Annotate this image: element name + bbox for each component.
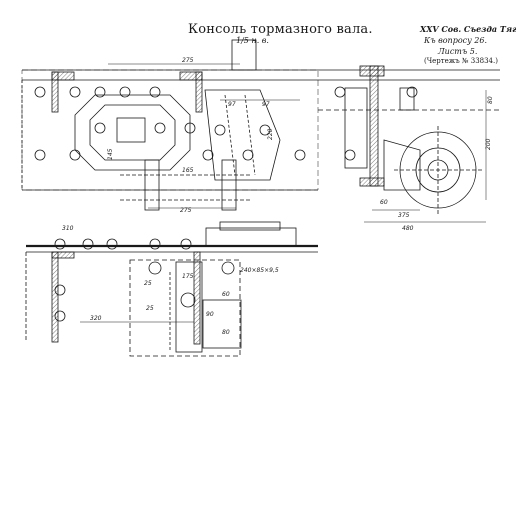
- header-sheet: Листъ 5.: [438, 47, 478, 56]
- dim-97-b: 97: [262, 101, 270, 108]
- top-plan-view: 275 275 97 97 165 220 145: [21, 39, 319, 214]
- dim-220: 220: [267, 128, 274, 140]
- dim-60: 60: [380, 199, 388, 206]
- drawing-scale: 1/5 н. в.: [236, 36, 269, 45]
- dim-60-bottom: 60: [222, 291, 230, 298]
- dim-90: 90: [206, 311, 214, 318]
- dim-165: 165: [182, 167, 194, 174]
- side-section-view: 480 375 80 200 60: [318, 65, 500, 232]
- dim-240x85: 240×85×9,5: [240, 267, 279, 274]
- dim-375: 375: [398, 212, 410, 219]
- header-drawing-number: (Чертежъ № 33834.): [424, 57, 498, 65]
- dim-175: 175: [182, 273, 194, 280]
- bottom-rivets: [54, 238, 235, 322]
- dim-320: 320: [90, 315, 102, 322]
- dim-25-b: 25: [146, 305, 154, 312]
- dim-310: 310: [62, 225, 74, 232]
- drawing-title: Консоль тормазного вала.: [188, 22, 373, 37]
- dim-25-a: 25: [144, 280, 152, 287]
- dim-480: 480: [402, 225, 414, 232]
- header-congress: XXV Сов. Съезда Тяги.: [420, 24, 516, 34]
- dim-80: 80: [487, 96, 494, 104]
- bottom-elevation-view: 320 240×85×9,5 175 25 25 90 80 60 310: [25, 221, 318, 357]
- dim-145: 145: [107, 148, 114, 160]
- dim-80-bottom: 80: [222, 329, 230, 336]
- header-question: Къ вопросу 26.: [424, 36, 488, 45]
- dim-275: 275: [182, 57, 194, 64]
- dim-275-bottom: 275: [180, 207, 192, 214]
- dim-97-a: 97: [228, 101, 236, 108]
- dim-200: 200: [485, 138, 492, 150]
- top-rivets: [34, 86, 306, 161]
